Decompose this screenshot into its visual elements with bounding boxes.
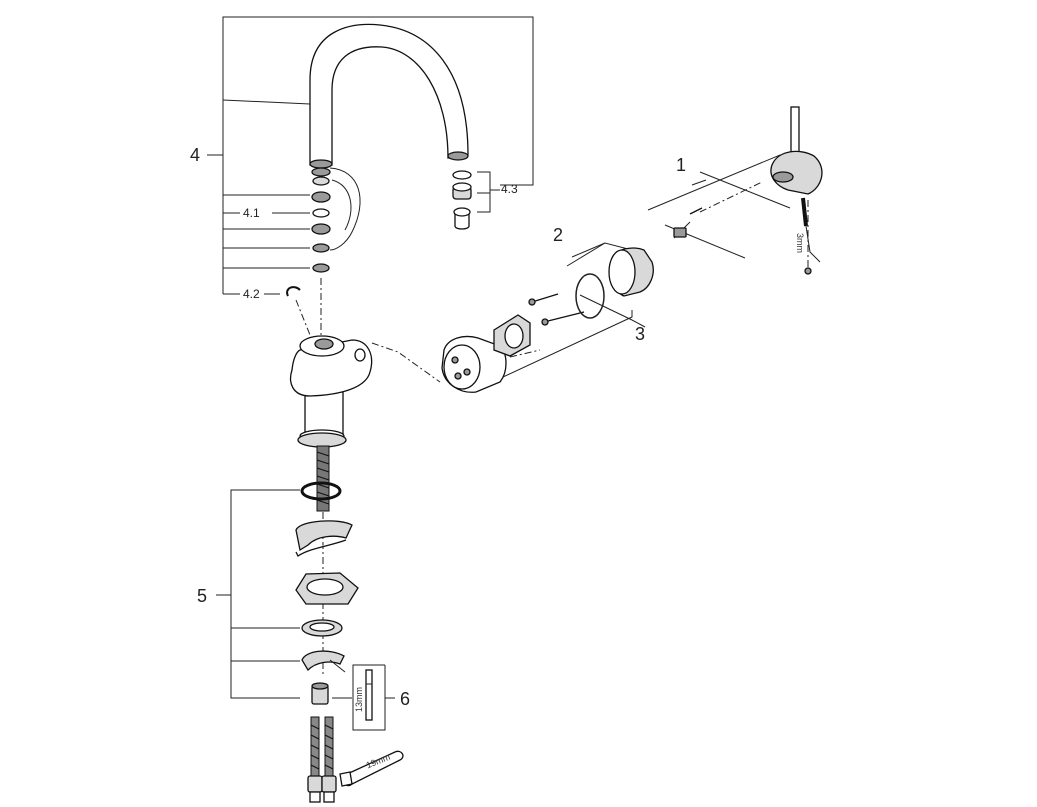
socket-tool (332, 664, 395, 731)
wrench-tool (339, 750, 404, 787)
retaining-clip (286, 286, 311, 336)
callout-4-3: 4.3 (501, 182, 518, 196)
supply-hoses (307, 716, 337, 803)
hex-key-size-label: 3mm (795, 233, 805, 253)
callout-4: 4 (190, 145, 201, 165)
mounting-parts (295, 481, 359, 705)
mixer-body (289, 335, 373, 448)
callout-2: 2 (553, 225, 564, 245)
socket-size-label: 13mm (354, 686, 364, 712)
spout (309, 23, 469, 169)
callout-6: 6 (400, 689, 411, 709)
bracket-group-5 (216, 489, 300, 699)
lever-handle (647, 106, 823, 275)
bracket-group-4 (207, 16, 534, 295)
sleeve-and-seal (566, 242, 654, 319)
callout-3: 3 (635, 324, 646, 344)
swivel-stack (311, 167, 361, 336)
threaded-rod (316, 445, 330, 675)
callout-5: 5 (197, 586, 208, 606)
callout-1: 1 (676, 155, 687, 175)
cartridge-assembly (371, 293, 646, 393)
aerator-parts (452, 170, 472, 230)
callout-4-2: 4.2 (243, 287, 260, 301)
bracket-group-4-3 (477, 171, 500, 213)
callout-4-1: 4.1 (243, 206, 260, 220)
